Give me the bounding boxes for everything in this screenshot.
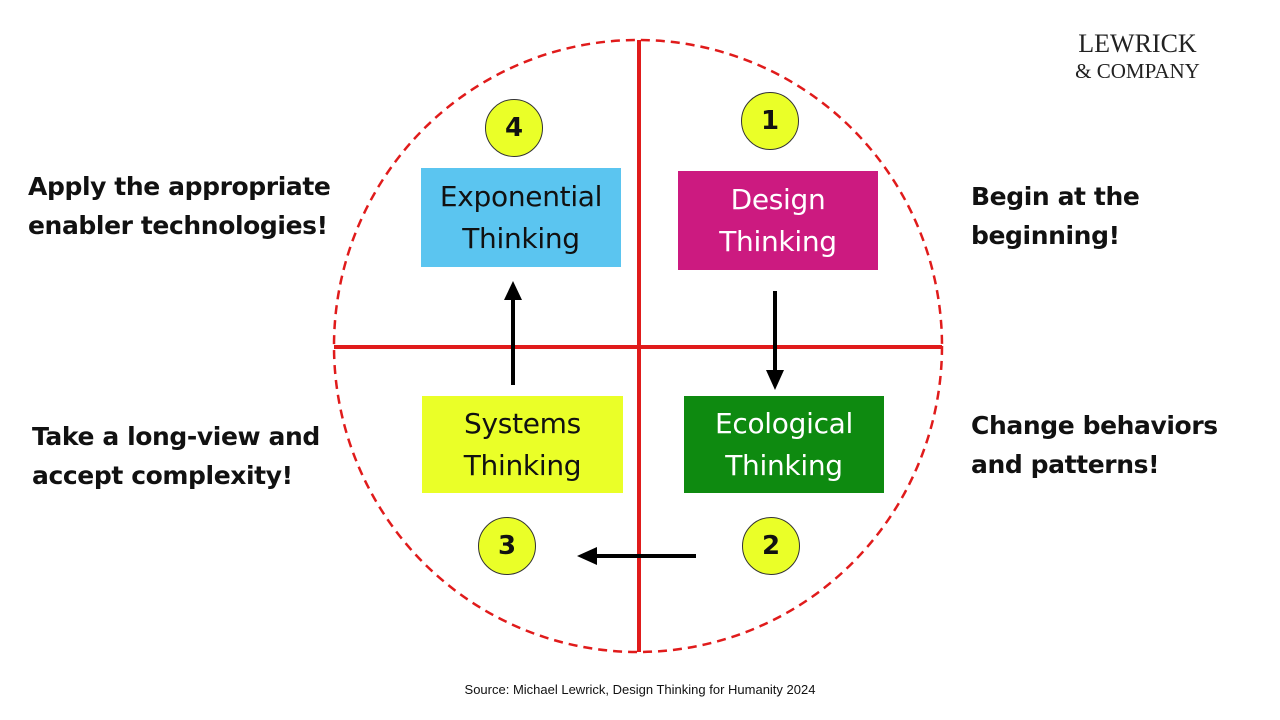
arrow-ecological-to-systems bbox=[577, 547, 696, 565]
caption-systems: Take a long-view and accept complexity! bbox=[32, 417, 320, 495]
logo-line1: LEWRICK bbox=[1078, 29, 1197, 58]
step-badge-2: 2 bbox=[742, 517, 800, 575]
caption-line1: Take a long-view and bbox=[32, 422, 320, 451]
box-label-line2: Thinking bbox=[725, 448, 843, 482]
arrow-design-to-ecological bbox=[766, 291, 784, 390]
box-label-line1: Exponential bbox=[439, 179, 603, 213]
ecological-thinking-box: Ecological Thinking bbox=[684, 396, 884, 493]
step-badge-1: 1 bbox=[741, 92, 799, 150]
caption-line2: accept complexity! bbox=[32, 461, 293, 490]
company-logo: LEWRICK & COMPANY bbox=[1040, 28, 1235, 83]
arrow-systems-to-exponential bbox=[504, 281, 522, 385]
caption-line2: and patterns! bbox=[971, 450, 1160, 479]
caption-design: Begin at the beginning! bbox=[971, 177, 1140, 255]
caption-line1: Change behaviors bbox=[971, 411, 1218, 440]
box-label-line2: Thinking bbox=[719, 224, 837, 258]
source-citation: Source: Michael Lewrick, Design Thinking… bbox=[464, 682, 816, 697]
caption-line1: Begin at the bbox=[971, 182, 1140, 211]
systems-thinking-box: Systems Thinking bbox=[422, 396, 623, 493]
caption-line2: enabler technologies! bbox=[28, 211, 328, 240]
caption-ecological: Change behaviors and patterns! bbox=[971, 406, 1218, 484]
step-badge-4: 4 bbox=[485, 99, 543, 157]
caption-line1: Apply the appropriate bbox=[28, 172, 331, 201]
logo-line2: & COMPANY bbox=[1075, 59, 1200, 83]
step-badge-3: 3 bbox=[478, 517, 536, 575]
box-label-line1: Design bbox=[730, 182, 826, 216]
caption-line2: beginning! bbox=[971, 221, 1120, 250]
box-label-line1: Ecological bbox=[714, 406, 853, 440]
caption-exponential: Apply the appropriate enabler technologi… bbox=[28, 167, 331, 245]
design-thinking-box: Design Thinking bbox=[678, 171, 878, 270]
box-label-line2: Thinking bbox=[463, 448, 582, 482]
exponential-thinking-box: Exponential Thinking bbox=[421, 168, 621, 267]
box-label-line2: Thinking bbox=[462, 221, 580, 255]
box-label-line1: Systems bbox=[464, 406, 581, 440]
